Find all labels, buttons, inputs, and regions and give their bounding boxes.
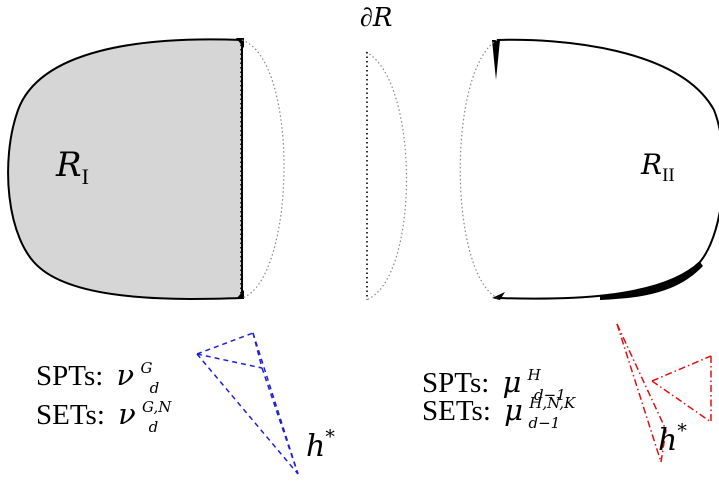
left-spts-line: SPTs: ν G d (36, 348, 160, 397)
right-sets-line: SETs: μ H,N,K d−1 (422, 383, 582, 432)
left-legend: SPTs: ν G d SETs: ν G,N d (36, 348, 179, 436)
boundary-sliver (365, 51, 408, 301)
region-right-boundary-arc (459, 39, 498, 299)
blue-edge (196, 353, 299, 475)
blue-edge (252, 332, 263, 369)
region-left-boundary-arc (241, 39, 285, 299)
region-right-outline (496, 38, 719, 300)
region-right-cap (492, 40, 505, 300)
region-right-thick-bottom (600, 262, 703, 300)
blue-edge (252, 332, 299, 475)
red-dashdot-simplex (616, 323, 712, 463)
blue-edge (196, 353, 263, 369)
boundary-arc (365, 51, 408, 301)
blue-dashed-simplex (196, 332, 299, 475)
red-edge (651, 380, 712, 423)
red-edge (651, 355, 712, 382)
blue-edge (261, 367, 299, 475)
left-sets-line: SETs: ν G,N d (36, 387, 179, 436)
region-left-label: RI (55, 145, 89, 189)
red-edge (616, 323, 667, 431)
red-edge (616, 323, 662, 463)
region-left-fill (7, 38, 243, 300)
hstar-left: h* (306, 426, 335, 464)
boundary-label: ∂R (360, 3, 392, 33)
region-right-label: RII (640, 148, 675, 186)
region-left (7, 38, 285, 300)
blue-edge (196, 332, 254, 355)
red-edge (660, 429, 667, 463)
right-spts-line: SPTs: μ H d−1 (422, 355, 566, 404)
hstar-right: h* (658, 420, 687, 458)
region-right (459, 38, 719, 300)
right-legend: SPTs: μ H d−1 SETs: μ H,N,K d−1 (422, 355, 582, 432)
